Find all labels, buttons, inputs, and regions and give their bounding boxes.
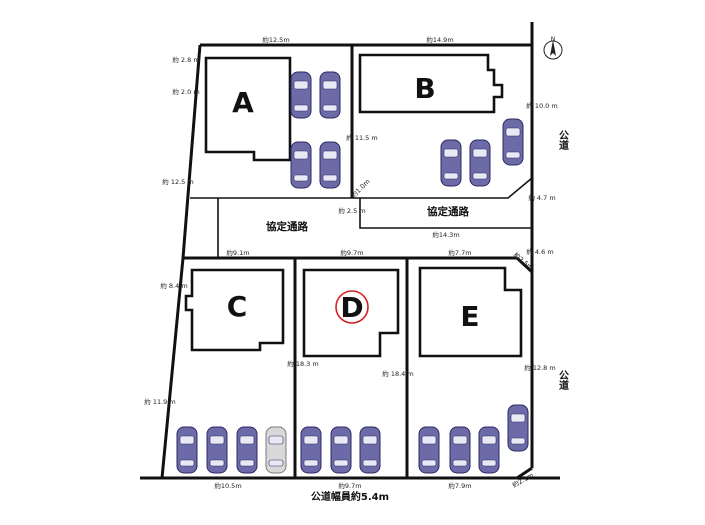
dim-e-top: 約7.7m <box>448 248 471 257</box>
dim-e-right-2: 約 12.8 m <box>524 363 555 372</box>
car-icon <box>507 404 529 452</box>
car-icon <box>478 426 500 474</box>
dim-road-mid: 約 2.5 m <box>338 206 365 215</box>
parking-cars <box>176 71 529 474</box>
public-road-label-right-1: 公道 <box>557 130 569 151</box>
house-d <box>302 268 400 358</box>
dim-a-left-2: 約 2.0 m <box>172 87 199 96</box>
car-icon <box>469 139 491 187</box>
dim-bottom-d: 約9.7m <box>338 481 361 490</box>
car-icon <box>330 426 352 474</box>
lot-d-highlight-circle <box>335 290 369 324</box>
car-icon <box>236 426 258 474</box>
west-boundary <box>160 44 202 479</box>
dim-top-b: 約14.9m <box>426 35 453 44</box>
dim-c-left-2: 約 11.9 m <box>144 397 175 406</box>
north-arrow-icon: N <box>543 36 563 60</box>
car-icon <box>290 141 312 189</box>
public-road-label-bottom: 公道幅員約5.4m <box>311 490 389 503</box>
dim-e-right-1: 約 4.6 m <box>526 247 553 256</box>
dim-d-top: 約9.7m <box>340 248 363 257</box>
e-corner-bottom <box>516 466 533 480</box>
dim-b-right-1: 約 10.0 m <box>526 101 557 110</box>
car-icon <box>300 426 322 474</box>
dim-ab-mid: 約 11.5 m <box>346 133 377 142</box>
house-b <box>358 53 504 114</box>
lot-label-d: D <box>340 291 363 324</box>
lot-label-a: A <box>232 86 254 119</box>
designated-road-lower <box>359 198 532 229</box>
lot-b-bottom <box>352 177 533 199</box>
car-icon <box>176 426 198 474</box>
guest-car-icon <box>265 426 287 474</box>
dim-bottom-e: 約7.9m <box>448 481 471 490</box>
dim-d-left: 約 18.3 m <box>287 359 318 368</box>
lot-label-c: C <box>227 290 248 323</box>
dim-top-a: 約12.5m <box>262 35 289 44</box>
public-road-label-right-2: 公道 <box>557 370 569 391</box>
car-icon <box>418 426 440 474</box>
car-icon <box>440 139 462 187</box>
house-e <box>418 266 523 358</box>
car-icon <box>319 71 341 119</box>
e-corner-top <box>515 256 534 274</box>
house-a <box>204 56 292 162</box>
car-icon <box>502 118 524 166</box>
car-icon <box>319 141 341 189</box>
car-icon <box>359 426 381 474</box>
car-icon <box>290 71 312 119</box>
dim-b-right-2: 約 4.7 m <box>528 193 555 202</box>
dim-road-bottom: 約14.3m <box>432 230 459 239</box>
compass-label: N <box>551 36 556 43</box>
dim-c-top: 約9.1m <box>226 248 249 257</box>
lot-label-b: B <box>414 72 435 105</box>
designated-road-label-2: 協定通路 <box>427 205 469 218</box>
designated-road-label-1: 協定通路 <box>266 220 308 233</box>
lot-label-e: E <box>460 300 479 333</box>
dim-c-left-1: 約 8.4 m <box>160 281 187 290</box>
car-icon <box>206 426 228 474</box>
car-icon <box>449 426 471 474</box>
dim-d-right: 約 18.4 m <box>382 369 413 378</box>
dim-a-left-1: 約 2.8 m <box>172 55 199 64</box>
house-c <box>184 268 285 352</box>
dim-bottom-c: 約10.5m <box>214 481 241 490</box>
dim-a-left-3: 約 12.5 m <box>162 177 193 186</box>
